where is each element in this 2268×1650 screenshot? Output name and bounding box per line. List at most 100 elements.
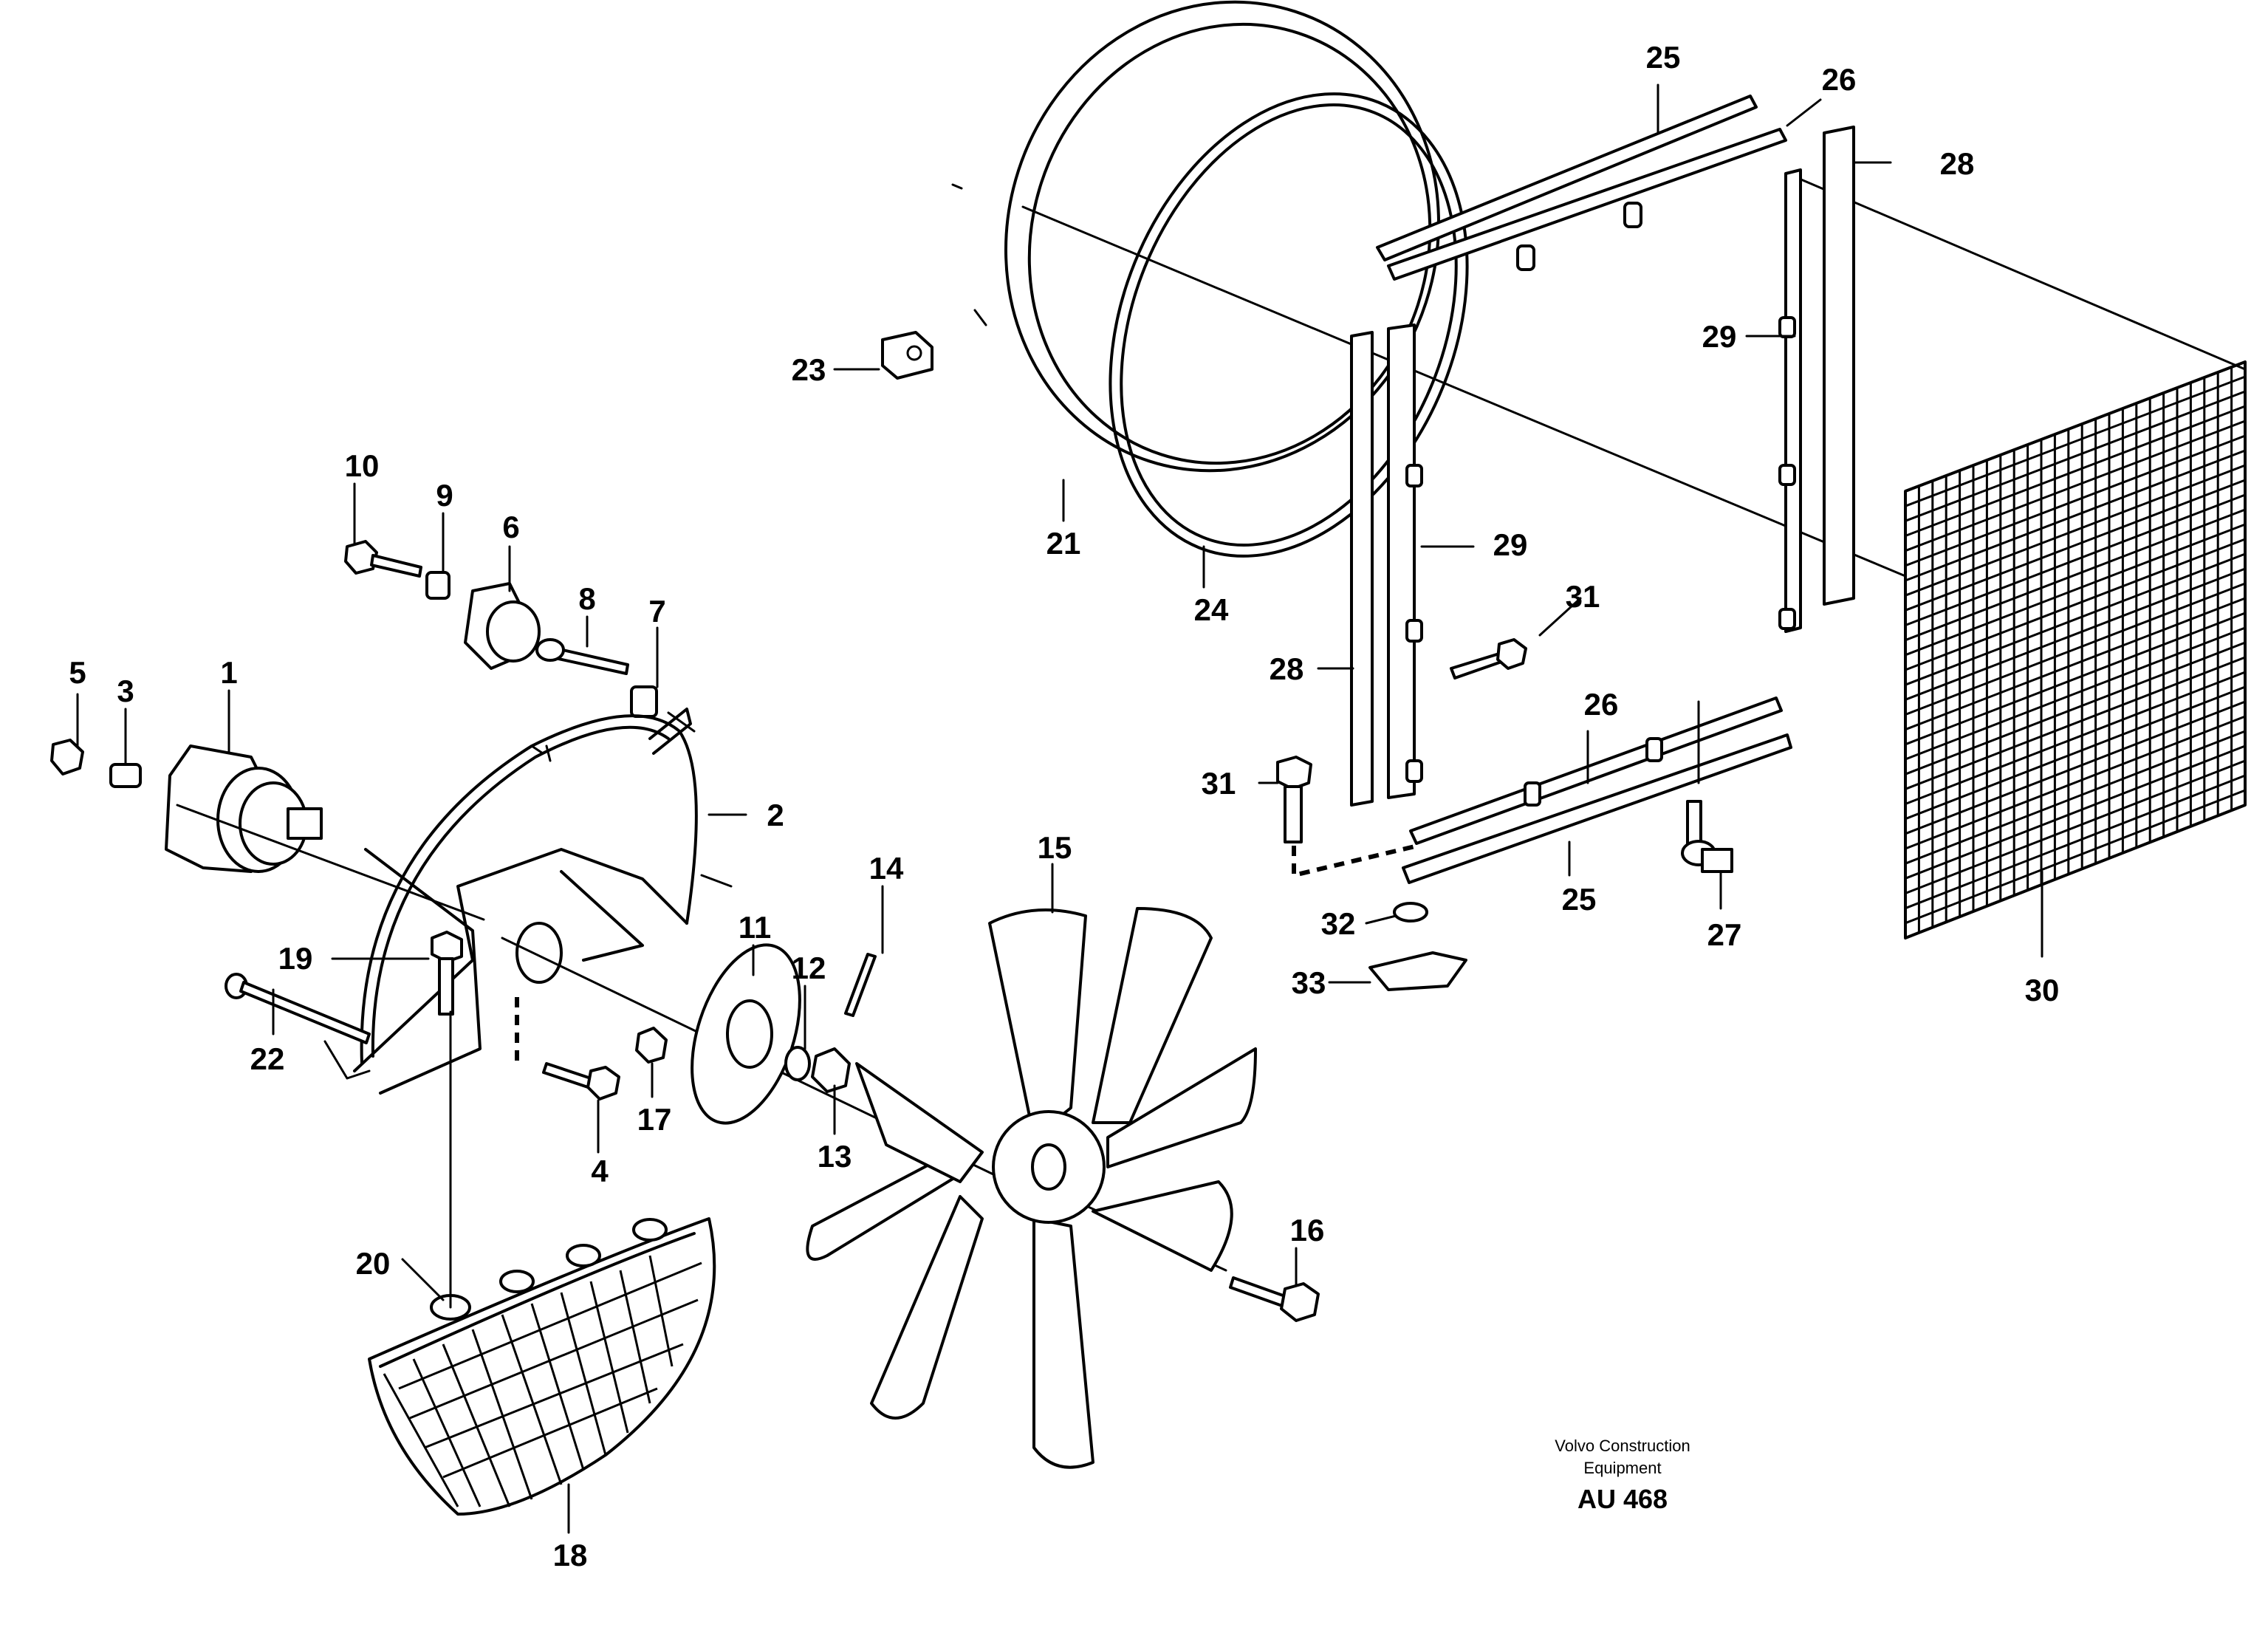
washer-12-part <box>784 1046 811 1081</box>
credit-line-1: Volvo Construction <box>1555 1437 1690 1455</box>
lower-guard-part <box>368 1217 716 1516</box>
vertical-rail-right-part <box>1778 126 1855 633</box>
screw-part <box>1450 638 1527 679</box>
label-23: 23 <box>792 352 826 387</box>
label-31-upper: 31 <box>1566 579 1600 614</box>
bolt-assembly-top <box>344 540 696 733</box>
bottom-rail-part <box>1402 696 1792 884</box>
mesh-wire-horizontal <box>1905 641 2246 776</box>
label-10: 10 <box>345 448 380 483</box>
label-27: 27 <box>1707 917 1742 952</box>
assembly-axis-line-2 <box>1786 172 2247 371</box>
label-5: 5 <box>69 655 86 690</box>
credit-line-2: Equipment <box>1583 1459 1661 1477</box>
mesh-wire-horizontal <box>1905 434 2246 567</box>
label-33: 33 <box>1292 965 1326 1000</box>
label-7: 7 <box>648 594 665 629</box>
mesh-wire-horizontal <box>1905 449 2246 582</box>
mesh-wire-horizontal <box>1905 464 2246 597</box>
mesh-wire-horizontal <box>1905 715 2246 850</box>
mesh-screen-part <box>1904 360 2247 939</box>
label-25-bottom: 25 <box>1562 882 1597 917</box>
mesh-wire-horizontal <box>1905 685 2246 821</box>
label-26-bottom: 26 <box>1584 687 1619 722</box>
label-11: 11 <box>739 910 771 945</box>
hub-plate-part <box>691 943 801 1125</box>
hydraulic-motor-part <box>165 744 323 873</box>
mesh-wire-horizontal <box>1905 626 2246 761</box>
bolt-22-part <box>225 973 371 1044</box>
label-30: 30 <box>2025 973 2060 1007</box>
leader-lines <box>76 83 2043 1534</box>
motor-axis-line <box>176 804 485 921</box>
nut-13-part <box>811 1047 851 1093</box>
part-number-labels: 1 2 3 4 5 6 7 8 9 10 11 12 13 14 15 16 1… <box>69 40 2059 1572</box>
label-8: 8 <box>578 581 595 616</box>
vertical-rail-left-part <box>1350 324 1423 807</box>
seal-ring-part <box>1109 92 1469 558</box>
clip-part <box>881 331 933 380</box>
fan-blade-part <box>806 907 1257 1469</box>
fan-guard-frame-part <box>323 708 733 1095</box>
publisher-credit: Volvo Construction Equipment AU 468 <box>1555 1437 1690 1514</box>
mesh-wire-horizontal <box>1905 523 2246 657</box>
label-12: 12 <box>792 951 826 985</box>
label-26-top: 26 <box>1822 62 1857 97</box>
mesh-wire-horizontal <box>1905 671 2246 805</box>
mesh-wire-horizontal <box>1905 612 2246 746</box>
bolt-4-part <box>542 1062 620 1100</box>
mesh-wire-horizontal <box>1905 567 2246 701</box>
illustration-code: AU 468 <box>1577 1484 1668 1514</box>
mesh-wire-horizontal <box>1905 759 2246 894</box>
label-1: 1 <box>220 655 237 690</box>
bolt-19-part <box>431 931 463 1016</box>
label-32: 32 <box>1321 906 1356 941</box>
mesh-wire-horizontal <box>1905 552 2246 686</box>
assembly-axis-line <box>1021 205 1907 578</box>
label-4: 4 <box>591 1154 609 1188</box>
top-rail-part <box>1376 95 1787 281</box>
label-29-left: 29 <box>1493 527 1528 562</box>
label-6: 6 <box>502 510 519 544</box>
label-28-left: 28 <box>1270 651 1304 686</box>
label-14: 14 <box>869 851 904 886</box>
ball-bolt-part <box>1681 800 1733 873</box>
mesh-wire-horizontal <box>1905 597 2246 731</box>
mesh-wire-horizontal <box>1905 789 2246 925</box>
spacer-part <box>109 763 142 788</box>
label-18: 18 <box>553 1538 588 1572</box>
label-9: 9 <box>436 478 453 513</box>
mesh-wire-horizontal <box>1905 582 2246 716</box>
mesh-wire-horizontal <box>1905 730 2246 865</box>
mesh-wire-horizontal <box>1905 420 2246 552</box>
label-20: 20 <box>356 1246 391 1281</box>
mesh-wire-horizontal <box>1905 479 2246 612</box>
mesh-wire-horizontal <box>1905 493 2246 626</box>
mesh-wire-horizontal <box>1905 390 2246 522</box>
bolt-16-part <box>1229 1276 1320 1322</box>
label-16: 16 <box>1290 1213 1325 1247</box>
mesh-wire-horizontal <box>1905 744 2246 880</box>
mesh-wire-horizontal <box>1905 538 2246 671</box>
mesh-wire-horizontal <box>1905 405 2246 537</box>
mesh-wire-horizontal <box>1905 375 2246 507</box>
label-19: 19 <box>278 941 313 976</box>
label-3: 3 <box>117 674 134 708</box>
assembly-path-dashed <box>1292 843 1419 878</box>
label-22: 22 <box>250 1041 285 1076</box>
label-29-right: 29 <box>1702 319 1737 354</box>
mesh-wire-horizontal <box>1905 656 2246 790</box>
screw-part-2 <box>1276 756 1312 843</box>
mesh-wire-horizontal <box>1905 774 2246 910</box>
label-21: 21 <box>1046 526 1081 561</box>
label-2: 2 <box>767 798 784 832</box>
label-24: 24 <box>1194 592 1229 627</box>
label-15: 15 <box>1038 830 1072 865</box>
pin-part <box>844 953 877 1017</box>
label-13: 13 <box>818 1139 852 1174</box>
clip-bottom-part <box>1368 951 1467 991</box>
label-25-top: 25 <box>1646 40 1681 75</box>
shroud-ring-part <box>951 0 1440 473</box>
label-28-right: 28 <box>1940 146 1975 181</box>
